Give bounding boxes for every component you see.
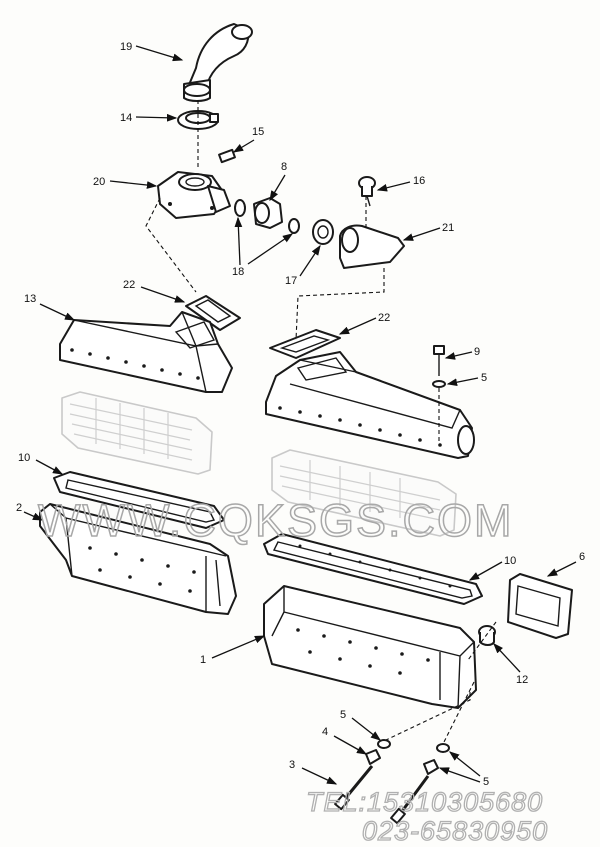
o-ring-18b <box>288 218 300 234</box>
watermark-phone: TEL:15310305680 <box>306 787 543 817</box>
callout-12: 12 <box>493 643 528 686</box>
svg-text:16: 16 <box>413 175 425 187</box>
callout-4: 4 <box>322 726 368 755</box>
callout-13: 13 <box>24 293 76 321</box>
callout-5-mid: 5 <box>340 709 382 741</box>
callout-3: 3 <box>289 759 338 785</box>
callout-2: 2 <box>16 502 44 521</box>
bolt-9 <box>433 345 445 376</box>
svg-text:1: 1 <box>200 654 206 666</box>
svg-text:14: 14 <box>120 112 132 124</box>
tee-housing-20 <box>157 171 231 219</box>
svg-text:4: 4 <box>322 726 328 738</box>
washer-5-mid <box>377 739 391 749</box>
washer-4 <box>365 749 381 765</box>
callout-17: 17 <box>285 244 321 287</box>
watermark-site: WWW.CQKSGS.COM <box>38 495 513 546</box>
callout-22-left: 22 <box>123 279 186 303</box>
svg-text:22: 22 <box>378 312 390 324</box>
callout-18: 18 <box>232 216 294 278</box>
callout-16: 16 <box>376 175 425 192</box>
ring-17 <box>312 219 334 245</box>
gasket-10-left <box>53 471 225 529</box>
svg-text:8: 8 <box>281 161 287 173</box>
housing-1-holes <box>296 628 430 675</box>
svg-text:2: 2 <box>16 502 22 514</box>
callout-5-top: 5 <box>446 372 487 387</box>
watermark-phone-2: 023-65830950 <box>362 816 548 846</box>
housing-2-holes <box>88 546 196 593</box>
elbow-tube-19 <box>183 23 253 102</box>
cap-16 <box>358 176 376 207</box>
callout-22-right: 22 <box>338 312 390 335</box>
ghost-aftercooler-right <box>271 449 457 537</box>
callout-10-right: 10 <box>468 555 516 581</box>
o-ring-18a <box>234 199 246 217</box>
washer-5-right-upper <box>436 743 450 753</box>
plug-15 <box>218 148 236 164</box>
washer-5-top <box>432 380 446 388</box>
svg-text:15: 15 <box>252 126 264 138</box>
manifold-13 <box>59 311 233 393</box>
svg-text:5: 5 <box>340 709 346 721</box>
housing-1 <box>263 585 477 709</box>
svg-text:10: 10 <box>504 555 516 567</box>
callout-15: 15 <box>232 126 264 153</box>
callout-8: 8 <box>269 161 287 202</box>
alignment-lines <box>145 100 497 743</box>
manifold-right <box>265 351 475 459</box>
svg-text:17: 17 <box>285 275 297 287</box>
capscrew-3 <box>334 765 374 811</box>
callout-5-right: 5 <box>438 751 489 788</box>
gasket-10-right <box>263 533 483 605</box>
gasket-22-right <box>269 329 341 359</box>
housing-2 <box>39 503 237 615</box>
callout-20: 20 <box>93 176 158 189</box>
clamp-14 <box>177 110 219 130</box>
callout-21: 21 <box>402 222 454 241</box>
manifold-13-bolt-holes <box>70 348 200 380</box>
svg-text:12: 12 <box>516 674 528 686</box>
svg-text:3: 3 <box>289 759 295 771</box>
svg-text:21: 21 <box>442 222 454 234</box>
svg-text:19: 19 <box>120 41 132 53</box>
washer-5-right-lower <box>423 759 439 775</box>
svg-text:5: 5 <box>483 776 489 788</box>
svg-text:18: 18 <box>232 266 244 278</box>
capscrew-3-second <box>390 775 430 825</box>
callout-9: 9 <box>444 346 480 360</box>
ghost-aftercooler-left <box>61 391 213 475</box>
adapter-8 <box>253 197 283 229</box>
elbow-outlet-21 <box>339 224 405 269</box>
svg-text:10: 10 <box>18 452 30 464</box>
callout-14: 14 <box>120 112 178 124</box>
gasket-6 <box>507 573 573 639</box>
gasket-10-right-holes <box>298 544 452 588</box>
callout-6: 6 <box>546 551 585 577</box>
callout-10-left: 10 <box>18 452 64 475</box>
plug-12 <box>478 625 496 646</box>
manifold-right-bolt-holes <box>278 406 442 447</box>
svg-text:9: 9 <box>474 346 480 358</box>
svg-text:5: 5 <box>481 372 487 384</box>
svg-text:6: 6 <box>579 551 585 563</box>
svg-text:22: 22 <box>123 279 135 291</box>
svg-text:13: 13 <box>24 293 36 305</box>
svg-text:20: 20 <box>93 176 105 188</box>
callout-1: 1 <box>200 635 266 666</box>
callout-19: 19 <box>120 41 184 62</box>
